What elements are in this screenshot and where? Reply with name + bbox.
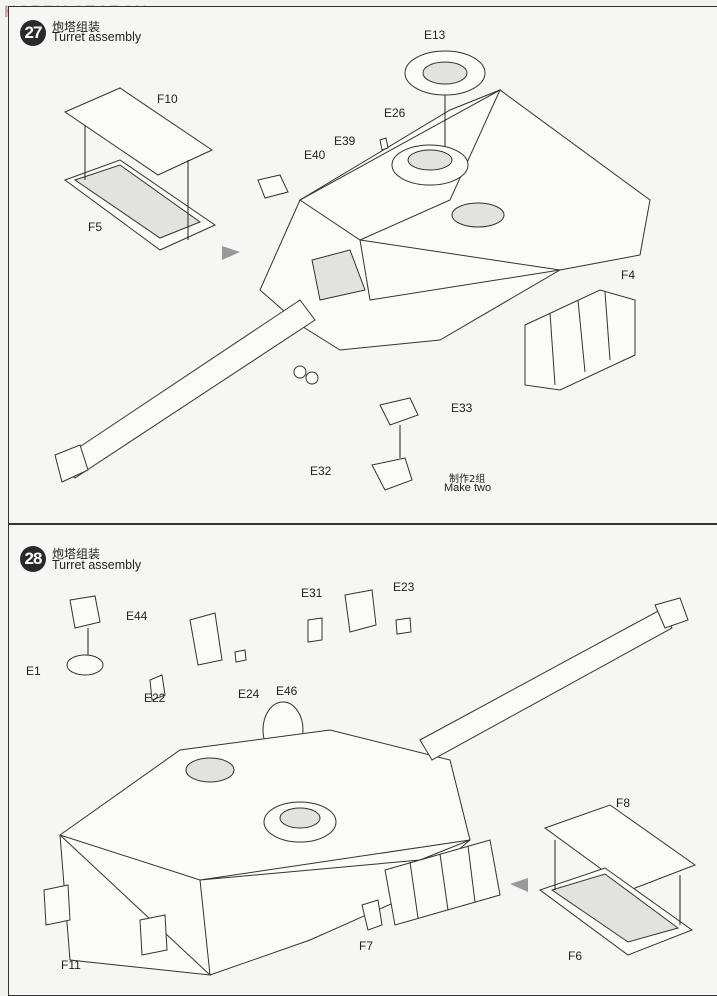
part-e24 (234, 649, 247, 663)
part-f11-a (43, 884, 71, 926)
make-two-note-cn: 制作2组 (449, 474, 486, 485)
step-28-number: 28 (20, 546, 46, 572)
label-e40: E40 (304, 148, 326, 162)
step-28-title-cn: 炮塔组装 (52, 547, 101, 561)
label-e22: E22 (144, 691, 166, 705)
turret-cheek-mesh (311, 249, 366, 301)
part-f8-lid (543, 804, 697, 891)
muzzle (54, 444, 89, 483)
part-e32 (371, 457, 413, 491)
part-e39 (379, 137, 389, 151)
part-f5-box-inner (73, 164, 202, 239)
label-f5: F5 (88, 220, 103, 234)
main-gun-barrel-28 (419, 609, 673, 761)
direction-arrow-icon (222, 246, 240, 260)
direction-arrow-icon-28 (510, 878, 528, 892)
label-f10: F10 (157, 92, 178, 106)
label-f8: F8 (616, 796, 631, 810)
label-e23: E23 (393, 580, 415, 594)
label-e31: E31 (301, 586, 323, 600)
step-27-title-en: Turret assembly (52, 30, 142, 44)
side-storage-bins-28 (384, 839, 501, 926)
label-e1: E1 (26, 664, 41, 678)
label-e32: E32 (310, 464, 332, 478)
part-f10-lid (63, 87, 214, 176)
label-f11: F11 (61, 958, 81, 972)
step-27-title-cn: 炮塔组装 (52, 20, 101, 34)
label-e33: E33 (451, 401, 473, 415)
label-f6: F6 (568, 949, 583, 963)
label-e13: E13 (424, 28, 446, 42)
loader-hatch-28 (185, 757, 235, 783)
periscope-parts (293, 365, 307, 379)
part-e1 (66, 654, 104, 676)
muzzle-28 (654, 597, 689, 629)
part-e23 (395, 617, 412, 635)
label-e46: E46 (276, 684, 298, 698)
label-e26: E26 (384, 106, 406, 120)
part-e31-assembly (344, 589, 377, 633)
step-28-title-en: Turret assembly (52, 558, 142, 572)
part-f11-b (139, 914, 168, 956)
part-e44 (69, 595, 101, 629)
make-two-note-en: Make two (444, 482, 492, 494)
part-e24-assembly (189, 612, 223, 666)
part-e31 (307, 617, 323, 643)
part-e40-cluster (257, 174, 289, 199)
part-e22 (149, 674, 166, 701)
part-e33 (379, 397, 419, 426)
label-e24: E24 (238, 687, 260, 701)
loader-hatch (451, 202, 505, 228)
turret-body-28 (59, 729, 471, 976)
label-e39: E39 (334, 134, 356, 148)
part-f7 (361, 899, 383, 931)
label-f7: F7 (359, 939, 374, 953)
step-27-number: 27 (20, 20, 46, 46)
side-storage-bins (524, 289, 636, 391)
label-e44: E44 (126, 609, 148, 623)
label-f4: F4 (621, 268, 636, 282)
